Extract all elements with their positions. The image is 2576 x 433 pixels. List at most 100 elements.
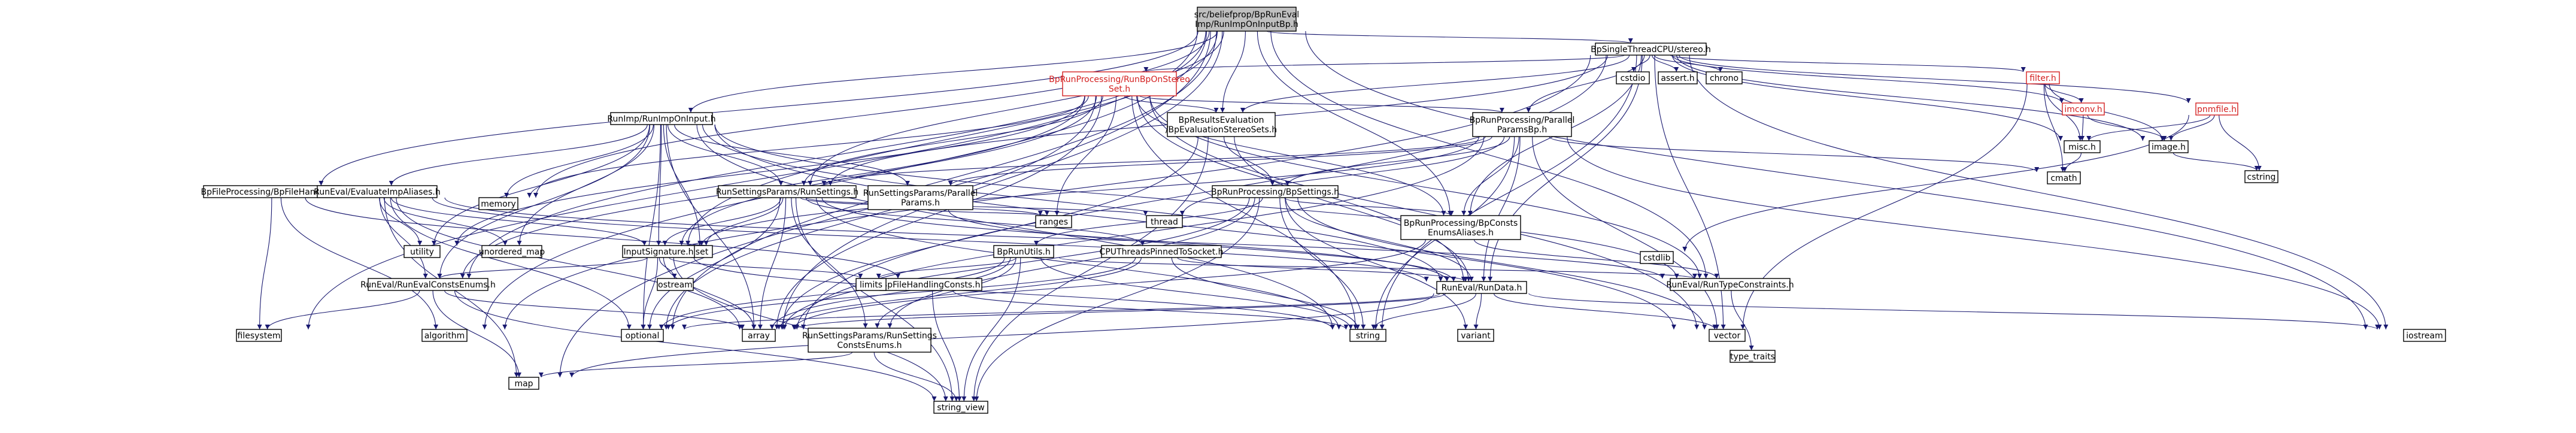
node-label: src/beliefprop/BpRunEval [1194, 10, 1299, 20]
node-string[interactable]: string [1349, 329, 1386, 342]
node-cstdlib[interactable]: cstdlib [1640, 251, 1674, 264]
node-assert[interactable]: assert.h [1658, 71, 1698, 84]
node-label: cstring [2247, 172, 2276, 182]
node-misc[interactable]: misc.h [2064, 140, 2101, 153]
edge-arrowhead-single_thread-to-assert [1674, 67, 1679, 72]
node-limits[interactable]: limits [855, 278, 887, 291]
edge-run_imp_input-to-array [666, 124, 754, 330]
node-box [1146, 215, 1183, 228]
node-iostream[interactable]: iostream [2403, 329, 2446, 342]
edge-arrowhead-run_settings-to-run_settings_consts [863, 323, 868, 328]
edge-arrowhead-parallel_params_bp-to-run_settings [821, 181, 827, 186]
node-file-handling[interactable]: BpFileProcessing/BpFileHandling.h [201, 185, 344, 198]
node-bp-results-eval[interactable]: BpResultsEvaluation/BpEvaluationStereoSe… [1166, 112, 1277, 137]
node-unordered-map[interactable]: unordered_map [479, 245, 545, 258]
node-box [2026, 71, 2060, 84]
node-root[interactable]: src/beliefprop/BpRunEvalImp/RunImpOnInpu… [1194, 7, 1299, 32]
node-map[interactable]: map [508, 377, 539, 390]
node-box [1436, 281, 1527, 294]
edge-evaluate_aliases-to-optional [390, 197, 630, 330]
edge-single_thread-to-parallel_params_bp [1528, 54, 1645, 113]
edge-input_signature-to-optional [642, 257, 659, 330]
edge-run_settings-to-string_view [795, 197, 953, 402]
node-label: string [1356, 331, 1380, 341]
edge-arrowhead-pnmfile-to-cstdlib [1682, 247, 1688, 252]
node-run-settings-consts[interactable]: RunSettingsParams/RunSettingsConstsEnums… [802, 328, 937, 353]
edge-arrowhead-parallel_params_bp-to-run_data [1481, 277, 1486, 281]
edge-arrowhead-run_settings-to-input_signature [662, 241, 667, 246]
node-ranges[interactable]: ranges [1035, 215, 1072, 228]
edge-parallel_params-to-ranges [927, 209, 1048, 216]
edge-bp_run_utils-to-array [772, 257, 1011, 330]
node-cstring[interactable]: cstring [2244, 170, 2278, 183]
edge-bp_run_utils-to-string [1040, 257, 1351, 330]
node-file-handling-consts[interactable]: BpFileHandlingConsts.h [879, 278, 982, 291]
node-image[interactable]: image.h [2149, 140, 2189, 153]
node-filter[interactable]: filter.h [2026, 71, 2060, 84]
node-vector[interactable]: vector [1709, 329, 1746, 342]
node-filesystem[interactable]: filesystem [236, 329, 282, 342]
edge-evaluate_aliases-to-array [396, 197, 741, 330]
node-set[interactable]: set [691, 245, 713, 258]
edge-single_thread-to-algorithm [504, 54, 1591, 330]
node-bp-run-utils[interactable]: BpRunUtils.h [993, 245, 1054, 258]
node-box [421, 329, 468, 342]
edge-evaluate_aliases-to-unordered_map [383, 197, 506, 246]
node-chrono[interactable]: chrono [1706, 71, 1743, 84]
edge-evaluate_aliases-to-run_type_constraints [444, 197, 1663, 279]
node-string-view[interactable]: string_view [933, 401, 988, 414]
edge-run_bp_stereo-to-vector [1149, 95, 1697, 330]
edge-arrowhead-run_eval_consts-to-array [739, 325, 745, 329]
node-thread[interactable]: thread [1146, 215, 1183, 228]
node-run-data[interactable]: RunEval/RunData.h [1436, 281, 1527, 294]
edge-root-to-optional [672, 31, 1217, 330]
node-pnmfile[interactable]: pnmfile.h [2195, 102, 2238, 116]
node-ostream[interactable]: ostream [657, 278, 694, 291]
node-input-signature[interactable]: InputSignature.h [622, 245, 695, 258]
node-single-thread[interactable]: BpSingleThreadCPU/stereo.h [1591, 43, 1711, 56]
edge-run_data-to-vector [1493, 293, 1716, 330]
edge-parallel_params_bp-to-input_signature [701, 136, 1479, 246]
edge-bp_settings-to-run_settings_consts [889, 197, 1255, 329]
node-cmath[interactable]: cmath [2047, 171, 2081, 184]
node-variant[interactable]: variant [1457, 329, 1494, 342]
edge-parallel_params_bp-to-vector [1532, 136, 1718, 330]
edge-cpu_threads-to-array [778, 257, 1142, 330]
node-cstdio[interactable]: cstdio [1616, 71, 1650, 84]
edge-arrowhead-input_signature-to-string_view [943, 396, 948, 401]
edge-arrowhead-single_thread-to-vector [1721, 325, 1726, 329]
node-run-settings[interactable]: RunSettingsParams/RunSettings.h [716, 185, 858, 198]
edge-arrowhead-root-to-memory [533, 193, 538, 198]
node-run-type-constraints[interactable]: RunEval/RunTypeConstraints.h [1666, 278, 1794, 291]
node-bp-settings[interactable]: BpRunProcessing/BpSettings.h [1211, 185, 1339, 198]
node-array[interactable]: array [742, 329, 776, 342]
edge-run_data-to-array [794, 293, 1446, 330]
node-label: type_traits [1730, 352, 1775, 362]
edge-file_handling_consts-to-string [952, 290, 1347, 330]
node-optional[interactable]: optional [621, 329, 664, 342]
node-type-traits[interactable]: type_traits [1730, 350, 1776, 363]
node-utility[interactable]: utility [403, 245, 441, 258]
edge-evaluate_aliases-to-run_data [432, 197, 1427, 282]
node-algorithm[interactable]: algorithm [421, 329, 468, 342]
edge-arrowhead-run_imp_input-to-run_type_constraints [1674, 274, 1679, 278]
node-memory[interactable]: memory [478, 197, 518, 210]
node-evaluate-aliases[interactable]: RunEval/EvaluateImpAliases.h [314, 185, 441, 198]
edge-arrowhead-single_thread-to-filter [2020, 67, 2026, 72]
node-imconv[interactable]: imconv.h [2062, 102, 2105, 116]
edge-arrowhead-evaluate_aliases-to-run_data [1424, 277, 1429, 281]
edge-arrowhead-cpu_threads-to-run_data [1463, 277, 1468, 281]
node-run-eval-consts[interactable]: RunEval/RunEvalConstsEnums.h [360, 278, 496, 291]
node-run-imp-input[interactable]: RunImp/RunImpOnInput.h [607, 112, 716, 125]
edge-arrowhead-input_signature-to-ostream [672, 274, 677, 278]
node-cpu-threads[interactable]: CPUThreadsPinnedToSocket.h [1100, 245, 1224, 258]
edge-run_eval_consts-to-filesystem [267, 290, 420, 330]
edge-run_imp_input-to-run_settings [667, 124, 782, 186]
edge-run_imp_input-to-utility [433, 124, 650, 246]
edge-arrowhead-root-to-run_imp_input [688, 108, 693, 113]
node-label: utility [410, 247, 434, 257]
